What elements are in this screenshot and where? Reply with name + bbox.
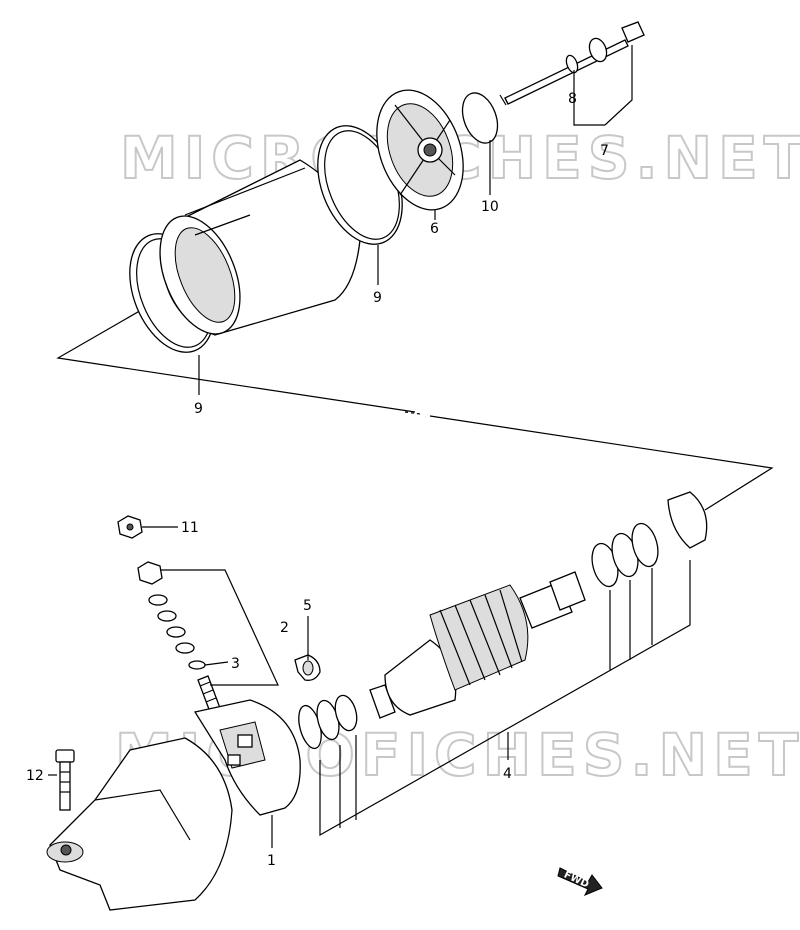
part-10-o-ring [461,92,499,144]
callout-8: 8 [568,91,577,107]
part-8-washer [565,37,608,74]
terminal-bolt [197,675,221,713]
callout-3: 3 [231,656,240,672]
part-4-armature [369,571,586,719]
callout-9-upper: 9 [373,290,382,306]
assembly-leader-line-lower [429,415,774,511]
yoke-housing [159,159,361,336]
part-3-washer [188,660,206,670]
part-6-end-cover [376,89,464,211]
part-5-clip [294,654,321,681]
assembly-leader-line [56,304,416,413]
armature-washers-right [591,491,708,588]
callout-2: 2 [280,620,289,636]
callout-12: 12 [26,768,44,784]
commutator-end-housing [46,737,233,911]
part-11-nut [117,515,143,539]
fwd-arrow-icon: FWD [557,867,603,896]
callout-4: 4 [503,766,512,782]
part-1-brush-holder [193,699,301,816]
callout-9-lower: 9 [194,401,203,417]
callout-5: 5 [303,598,312,614]
part-12-bolt [55,749,75,811]
armature-washers-left [298,694,358,750]
part-4-leader [319,560,691,837]
callout-6: 6 [430,221,439,237]
callout-11: 11 [181,520,199,536]
part-2-nut-washer-set [137,561,195,654]
callout-10: 10 [481,199,499,215]
callout-1: 1 [267,853,276,869]
svg-text:FWD: FWD [562,869,590,890]
callout-7: 7 [600,143,609,159]
